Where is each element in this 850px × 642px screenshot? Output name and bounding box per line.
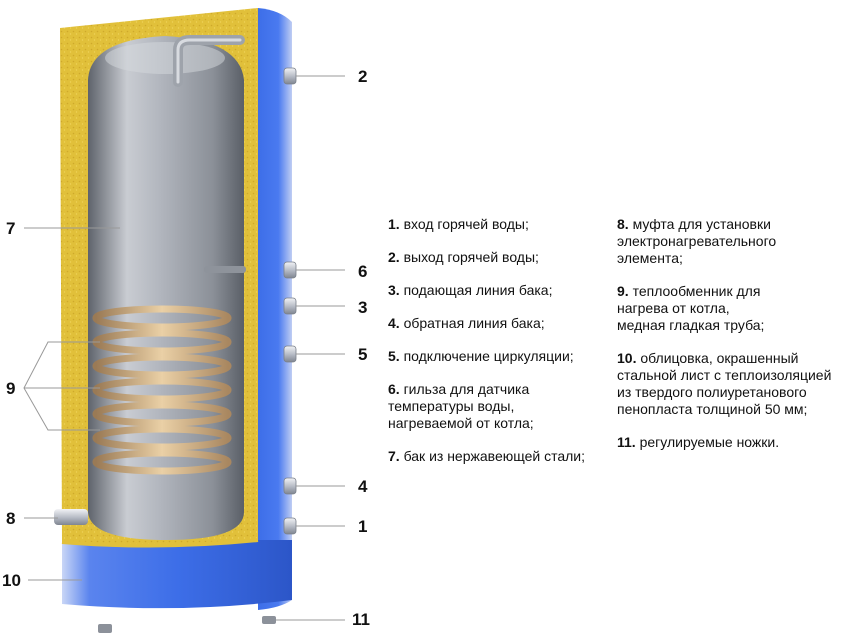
legend-column-2: 8. муфта для установки электронагревател… — [617, 216, 847, 467]
casing-side — [258, 8, 292, 610]
callout-9: 9 — [6, 379, 16, 398]
legend-item-1: 1. вход горячей воды; — [388, 216, 529, 232]
tank-dome-highlight — [105, 42, 225, 74]
callout-6: 6 — [358, 262, 368, 281]
heater-coupling — [54, 509, 88, 525]
callout-5: 5 — [358, 345, 368, 364]
legend-item-7: 7. бак из нержавеющей стали; — [388, 448, 586, 464]
legend-item-2: 2. выход горячей воды; — [388, 249, 539, 265]
callout-1: 1 — [358, 517, 368, 536]
legend-column-1: 1. вход горячей воды; 2. выход горячей в… — [388, 216, 613, 481]
legend-item-9: 9. теплообменник для нагрева от котла, м… — [617, 283, 765, 333]
pipe-ports — [283, 67, 297, 535]
legend-item-3: 3. подающая линия бака; — [388, 282, 553, 298]
legend-item-6: 6. гильза для датчика температуры воды, … — [388, 381, 534, 431]
callout-10: 10 — [2, 571, 21, 590]
legend-item-5: 5. подключение циркуляции; — [388, 348, 574, 364]
callout-7: 7 — [6, 219, 16, 238]
stainless-tank — [88, 36, 244, 540]
legend-item-8: 8. муфта для установки электронагревател… — [617, 216, 777, 266]
legend-item-11: 11. регулируемые ножки. — [617, 434, 780, 450]
callout-8: 8 — [6, 509, 16, 528]
adjustable-feet — [98, 616, 276, 633]
sensor-sleeve — [204, 266, 246, 273]
callout-11: 11 — [352, 610, 370, 629]
callout-4: 4 — [358, 477, 368, 496]
callout-2: 2 — [358, 67, 368, 86]
callout-3: 3 — [358, 298, 368, 317]
casing-bottom — [62, 540, 292, 609]
leader-lines — [23, 75, 345, 621]
legend-item-4: 4. обратная линия бака; — [388, 315, 545, 331]
copper-coil — [92, 305, 232, 475]
legend-item-10: 10. облицовка, окрашенный стальной лист … — [617, 350, 832, 417]
